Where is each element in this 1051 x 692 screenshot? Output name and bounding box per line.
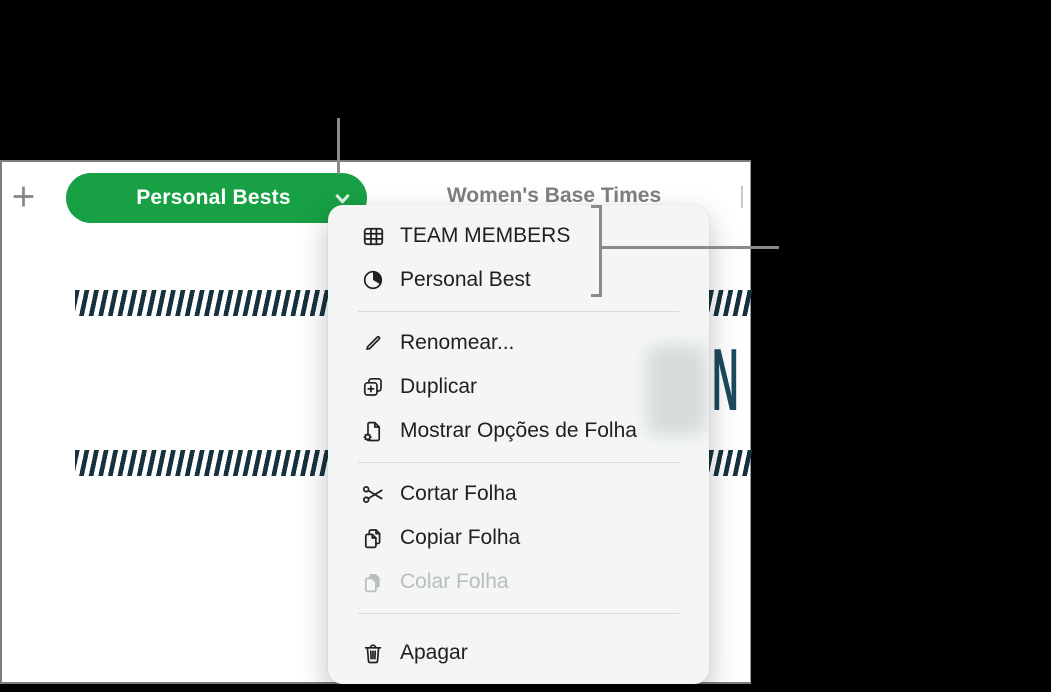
menu-item-team-members[interactable]: TEAM MEMBERS	[328, 214, 709, 258]
menu-item-label: Mostrar Opções de Folha	[400, 419, 637, 442]
menu-item-label: Personal Best	[400, 268, 531, 291]
plus-icon	[11, 184, 36, 214]
callout-bracket-bottom	[591, 294, 602, 297]
menu-divider	[358, 462, 679, 463]
add-sheet-button[interactable]	[10, 186, 36, 212]
spreadsheet-canvas: Personal Bests Women's Base Times N	[0, 160, 752, 684]
menu-item-paste-sheet[interactable]: Colar Folha	[328, 560, 709, 604]
menu-item-label: Colar Folha	[400, 570, 509, 593]
menu-item-label: Copiar Folha	[400, 526, 521, 549]
partial-sheet-title-letter: N	[712, 330, 739, 429]
callout-line-right	[602, 246, 779, 249]
document-gear-icon	[360, 418, 386, 444]
menu-item-label: Duplicar	[400, 375, 478, 398]
menu-section-contents: TEAM MEMBERS Personal Best	[328, 214, 709, 302]
menu-section-edit: Renomear... Duplicar	[328, 321, 709, 453]
tab-separator	[741, 186, 743, 208]
menu-item-cut-sheet[interactable]: Cortar Folha	[328, 472, 709, 516]
chevron-down-icon[interactable]	[332, 188, 353, 214]
pie-chart-icon	[360, 267, 386, 293]
menu-item-sheet-options[interactable]: Mostrar Opções de Folha	[328, 409, 709, 453]
sheet-context-menu: TEAM MEMBERS Personal Best	[328, 205, 709, 684]
active-tab-label: Personal Bests	[136, 186, 291, 209]
menu-section-clipboard: Cortar Folha Copiar Folha	[328, 472, 709, 604]
menu-divider	[358, 311, 679, 312]
trash-icon	[360, 640, 386, 666]
menu-divider	[358, 613, 679, 614]
sheet-tab-womens-race-times[interactable]: Women's Base Times	[446, 184, 662, 207]
menu-section-delete: Apagar	[328, 623, 709, 675]
menu-item-rename[interactable]: Renomear...	[328, 321, 709, 365]
pencil-icon	[360, 330, 386, 356]
menu-item-copy-sheet[interactable]: Copiar Folha	[328, 516, 709, 560]
menu-item-duplicate[interactable]: Duplicar	[328, 365, 709, 409]
paste-icon	[360, 569, 386, 595]
menu-item-label: Apagar	[400, 641, 468, 664]
callout-bracket-top	[591, 205, 602, 208]
duplicate-icon	[360, 374, 386, 400]
callout-line-to-chevron	[337, 118, 340, 174]
callout-bracket	[599, 205, 602, 297]
menu-item-personal-best[interactable]: Personal Best	[328, 258, 709, 302]
copy-icon	[360, 525, 386, 551]
menu-item-label: TEAM MEMBERS	[400, 224, 571, 247]
menu-item-delete[interactable]: Apagar	[328, 631, 709, 675]
scissors-icon	[360, 481, 386, 507]
table-grid-icon	[360, 223, 386, 249]
sheet-tab-personal-bests[interactable]: Personal Bests	[66, 173, 367, 223]
menu-item-label: Cortar Folha	[400, 482, 517, 505]
menu-item-label: Renomear...	[400, 331, 515, 354]
